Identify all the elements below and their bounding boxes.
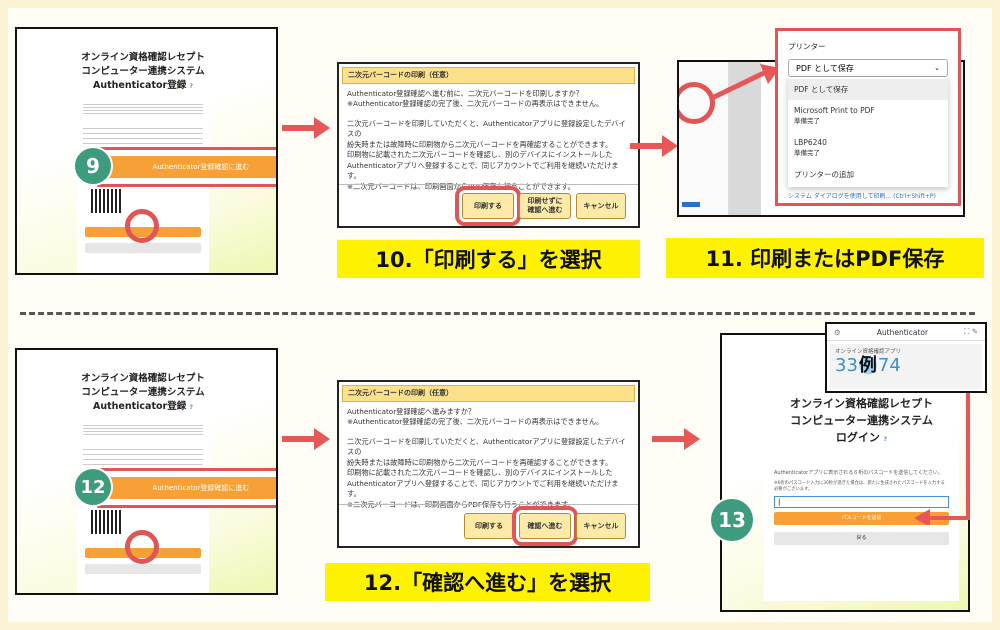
dialog-text: 二次元バーコードを印刷していただくと、Authenticatorアプリに登録設定… [347,118,626,139]
dialog-text: Authenticatorアプリへ登録することで、同じアカウントでご利用を継続い… [347,160,619,181]
step10-caption: 10.「印刷する」を選択 [337,240,640,278]
dialog-title: 二次元バーコードの印刷（任意） [342,67,635,84]
divider [20,312,975,315]
dialog-text: 紛失時または故障時に印刷物から二次元バーコードを再確認することができます。 [347,139,613,149]
cancel-button[interactable]: キャンセル [576,193,626,219]
step-badge: 9 [73,146,113,186]
qr-code [91,510,121,534]
proceed-without-print-button[interactable]: 印刷せずに 確認へ進む [519,193,571,219]
print-dialog: 二次元バーコードの印刷（任意） Authenticator登録確認へ進む前に、二… [337,62,640,228]
printer-label: プリンター [788,42,826,51]
print-button[interactable]: 印刷する [455,186,521,226]
help-icon[interactable]: ? [189,404,194,411]
selected-printer: PDF として保存 [796,63,854,73]
dialog-text: Authenticator登録確認へ進みますか？ [347,406,476,416]
note-text: ※6桁のパスコード入力に30秒が過ぎた場合は、新たに生成されたパスコードを入力す… [774,481,945,492]
printer-select[interactable]: PDF として保存 ⌄ [788,59,948,77]
arrow-right-icon [282,117,330,139]
description-text [83,124,203,144]
magnifier-icon [679,82,715,124]
help-icon[interactable]: ? [189,83,194,90]
option-name: Microsoft Print to PDF [794,106,875,115]
highlight-box: Authenticator登録確認に進む [97,147,276,187]
help-icon[interactable]: ? [883,436,888,443]
example-mark: 例 [857,355,878,376]
option-ms-print[interactable]: Microsoft Print to PDF 準備完了 [788,100,948,132]
dialog-title: 二次元バーコードの印刷（任意） [342,385,635,402]
proceed-button[interactable]: 確認へ進む [512,506,578,546]
authenticator-app: ⚙ Authenticator ⛶ ✎ オンライン資格確認アプリ 33例74 [825,322,987,393]
dialog-text: ※二次元バーコードは、印刷画面からPDF保存も行うことができます。 [347,181,575,191]
qr-code [91,189,121,213]
option-status: 準備完了 [794,149,820,157]
scan-edit-icons[interactable]: ⛶ ✎ [964,327,978,336]
code-digits: 33 [835,355,858,376]
step12-caption: 12.「確認へ進む」を選択 [325,563,650,601]
description-text [83,445,203,465]
back-button[interactable] [85,243,201,253]
dialog-text: ※Authenticator登録確認の完了後、二次元バーコードの再表示はできませ… [347,99,604,108]
dialog-text: Authenticatorアプリへ登録することで、同じアカウントでご利用を継続い… [347,478,619,499]
option-lbp6240[interactable]: LBP6240 準備完了 [788,132,948,164]
gear-icon[interactable]: ⚙ [834,327,841,337]
printer-dropdown-popup: プリンター PDF として保存 ⌄ PDF として保存 Microsoft Pri… [775,28,961,206]
instruction-text: Authenticatorアプリに表示される６桁のパスコードを送信してください。 [774,470,943,476]
option-name: LBP6240 [794,138,827,147]
step12-screenshot: オンライン資格確認レセプト コンピューター連携システム Authenticato… [15,348,278,595]
option-name: プリンターの追加 [794,170,854,179]
pointer-arrow-icon [710,64,780,101]
login-page: オンライン資格確認レセプト コンピューター連携システム ログイン ? Authe… [764,375,959,601]
code-digits: 74 [877,355,901,376]
dialog-text: 印刷物に記載された二次元バーコードを確認し、別のデバイスにインストールした [347,150,613,159]
dialog-text: ※Authenticator登録確認の完了後、二次元バーコードの再表示はできませ… [347,417,604,426]
dialog-text: Authenticator登録確認へ進む前に、二次元バーコードを印刷しますか？ [347,88,583,98]
title-line: オンライン資格確認レセプト [81,52,205,63]
magnifier-icon [125,209,159,243]
highlight-box: Authenticator登録確認に進む [97,468,276,508]
account-name: オンライン資格確認アプリ [835,349,902,355]
passcode-input[interactable]: | [774,496,949,508]
option-pdf[interactable]: PDF として保存 [788,79,948,100]
dialog-text: 印刷物に記載された二次元バーコードを確認し、別のデバイスにインストールした [347,468,613,477]
description-text [83,102,203,116]
confirm-button[interactable]: Authenticator登録確認に進む [108,156,276,178]
app-title: Authenticator [876,327,929,337]
cancel-button[interactable]: キャンセル [576,513,626,539]
option-status: 準備完了 [794,117,820,125]
print-button[interactable]: 印刷する [464,513,514,539]
step-badge: 12 [73,467,113,507]
print-button[interactable] [682,202,700,207]
submit-passcode-button[interactable]: パスコードを送信 [774,512,949,525]
back-button[interactable] [85,564,201,574]
option-name: PDF として保存 [794,85,849,94]
system-dialog-link[interactable]: システム ダイアログを使用して印刷... (Ctrl+Shift+P) [788,193,936,200]
chevron-down-icon: ⌄ [934,64,940,72]
arrow-right-icon [652,428,700,450]
title-line: オンライン資格確認レセプト [790,397,933,410]
proceed-dialog: 二次元バーコードの印刷（任意） Authenticator登録確認へ進みますか？… [337,380,640,548]
dialog-text: 紛失時または故障時に印刷物から二次元バーコードを再確認することができます。 [347,457,613,467]
title-line: コンピューター連携システム [81,387,205,398]
confirm-button[interactable]: Authenticator登録確認に進む [108,477,276,499]
dialog-text: 二次元バーコードを印刷していただくと、Authenticatorアプリに登録設定… [347,436,626,457]
step-badge: 13 [709,497,755,543]
printer-options-list: PDF として保存 Microsoft Print to PDF 準備完了 LBP… [788,77,948,187]
option-add-printer[interactable]: プリンターの追加 [788,164,948,185]
title-line: Authenticator登録 [92,80,187,91]
step11-caption: 11. 印刷またはPDF保存 [666,238,984,278]
title-line: オンライン資格確認レセプト [81,373,205,384]
passcode-display: 33例74 [835,355,977,377]
title-line: コンピューター連携システム [81,66,205,77]
description-text [83,423,203,437]
title-line: コンピューター連携システム [790,414,933,427]
arrow-right-icon [630,135,678,157]
back-button[interactable]: 戻る [774,532,949,545]
title-line: ログイン [835,431,880,444]
step9-screenshot: オンライン資格確認レセプト コンピューター連携システム Authenticato… [15,27,278,275]
title-line: Authenticator登録 [92,401,187,412]
arrow-right-icon [282,428,330,450]
magnifier-icon [125,530,159,564]
